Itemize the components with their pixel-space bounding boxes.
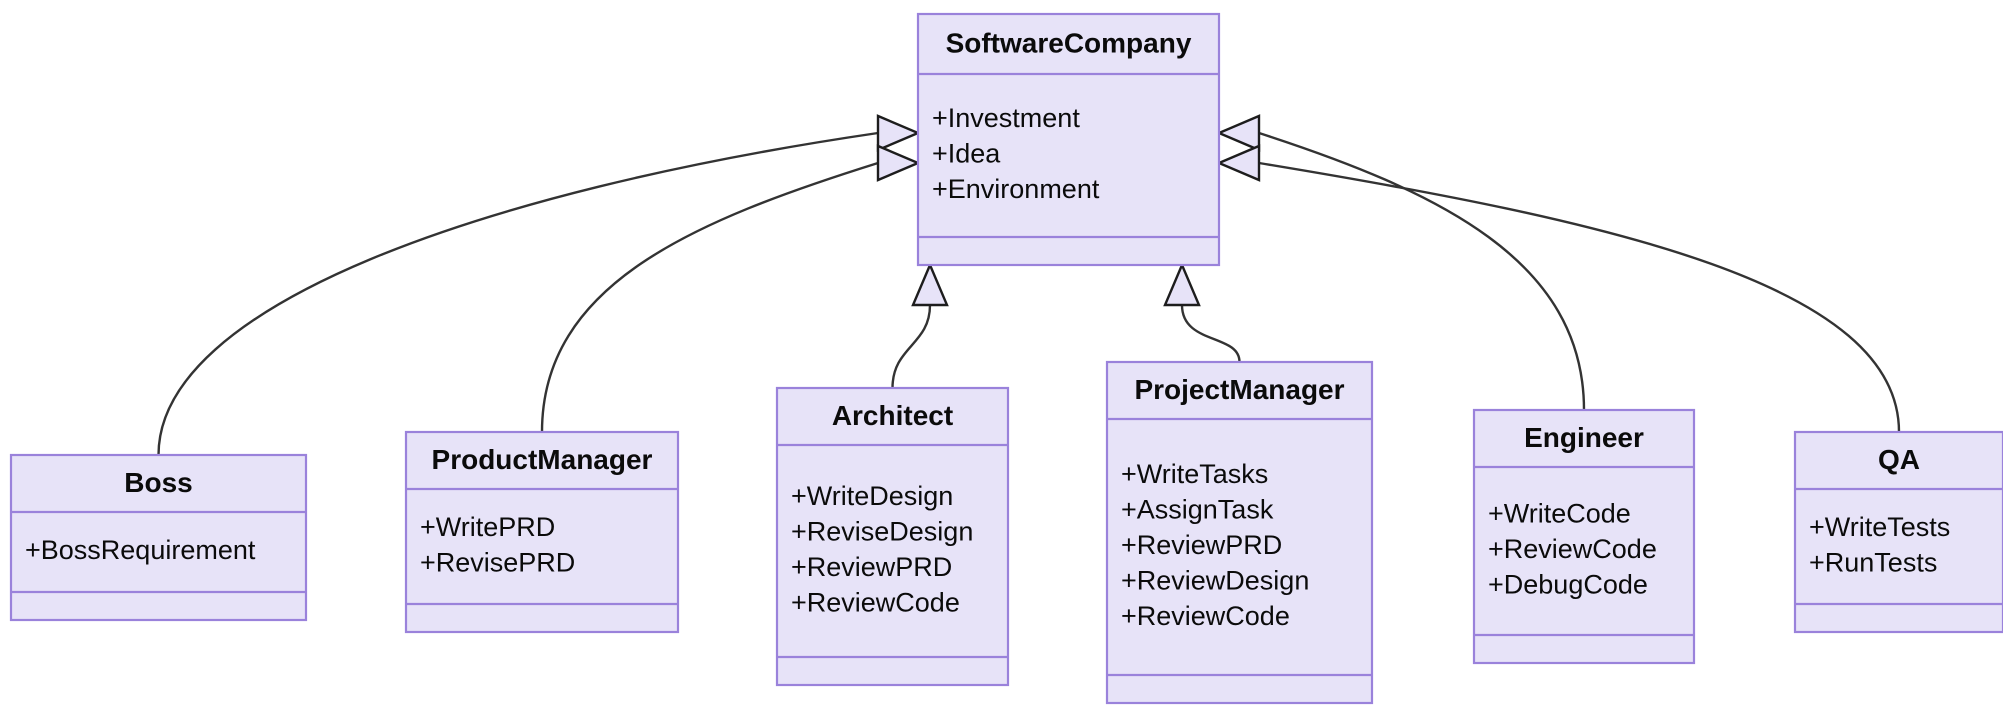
inheritance-connector-line xyxy=(1180,303,1241,364)
inheritance-edge-boss[interactable] xyxy=(157,114,922,457)
class-member-label: +Investment xyxy=(932,103,1080,133)
class-member-label: +WritePRD xyxy=(420,512,555,542)
class-box-qa[interactable]: QA +WriteTests +RunTests xyxy=(1793,430,2003,634)
class-member-label: +ReviseDesign xyxy=(791,516,973,546)
inheritance-edge-architect[interactable] xyxy=(891,261,949,390)
class-name-label: Architect xyxy=(832,400,953,431)
class-name-label: SoftwareCompany xyxy=(946,27,1192,58)
class-member-label: +RunTests xyxy=(1809,547,1937,577)
class-box-outline xyxy=(916,12,1221,267)
inheritance-connector-line xyxy=(1257,161,1901,434)
class-member-label: +Idea xyxy=(932,139,1001,169)
class-member-label: +AssignTask xyxy=(1121,495,1274,525)
inheritance-arrowhead-triangle xyxy=(1215,114,1261,152)
class-member-label: +RevisePRD xyxy=(420,547,575,577)
inheritance-connector-line xyxy=(157,131,880,457)
class-member-label: +ReviewCode xyxy=(791,587,960,617)
class-member-label: +ReviewCode xyxy=(1488,534,1657,564)
class-box-outline xyxy=(775,386,1010,687)
inheritance-arrowhead-triangle xyxy=(1163,261,1201,307)
class-box-productmanager[interactable]: ProductManager +WritePRD +RevisePRD xyxy=(404,430,680,634)
class-name-label: Engineer xyxy=(1524,422,1644,453)
class-member-label: +WriteDesign xyxy=(791,481,953,511)
class-box-architect[interactable]: Architect +WriteDesign +ReviseDesign +Revie… xyxy=(775,386,1010,687)
class-box-outline xyxy=(404,430,680,634)
class-member-label: +WriteTasks xyxy=(1121,459,1268,489)
class-box-softwarecompany[interactable]: SoftwareCompany +Investment +Idea +Environm… xyxy=(916,12,1221,267)
inheritance-connector-line xyxy=(1257,131,1586,412)
relationship-edges-layer xyxy=(157,114,1901,457)
class-boxes-layer: SoftwareCompany +Investment +Idea +Environm… xyxy=(9,12,2003,705)
inheritance-edge-productmanager[interactable] xyxy=(540,144,922,434)
class-box-boss[interactable]: Boss +BossRequirement xyxy=(9,453,308,622)
class-name-label: Boss xyxy=(124,467,192,498)
class-box-engineer[interactable]: Engineer +WriteCode +ReviewCode +DebugCode xyxy=(1472,408,1696,665)
class-name-label: ProjectManager xyxy=(1134,374,1344,405)
inheritance-arrowhead-triangle xyxy=(876,114,922,152)
class-member-label: +ReviewDesign xyxy=(1121,566,1309,596)
inheritance-arrowhead-triangle xyxy=(1215,144,1261,182)
class-member-label: +WriteCode xyxy=(1488,499,1631,529)
inheritance-edge-projectmanager[interactable] xyxy=(1163,261,1241,364)
class-name-label: QA xyxy=(1878,444,1920,475)
class-member-label: +ReviewCode xyxy=(1121,601,1290,631)
inheritance-arrowhead-triangle xyxy=(876,144,922,182)
class-member-label: +ReviewPRD xyxy=(791,552,952,582)
inheritance-arrowhead-triangle xyxy=(911,261,949,307)
class-member-label: +DebugCode xyxy=(1488,570,1648,600)
class-box-outline xyxy=(1793,430,2003,634)
class-member-label: +ReviewPRD xyxy=(1121,530,1282,560)
class-box-outline xyxy=(1472,408,1696,665)
class-member-label: +Environment xyxy=(932,174,1100,204)
class-member-label: +WriteTests xyxy=(1809,512,1950,542)
class-name-label: ProductManager xyxy=(432,444,653,475)
class-member-label: +BossRequirement xyxy=(25,535,256,565)
inheritance-edge-engineer[interactable] xyxy=(1215,114,1586,412)
inheritance-connector-line xyxy=(891,303,932,390)
inheritance-connector-line xyxy=(540,161,880,434)
inheritance-edge-qa[interactable] xyxy=(1215,144,1901,434)
class-box-projectmanager[interactable]: ProjectManager +WriteTasks +AssignTask +Rev… xyxy=(1105,360,1374,705)
